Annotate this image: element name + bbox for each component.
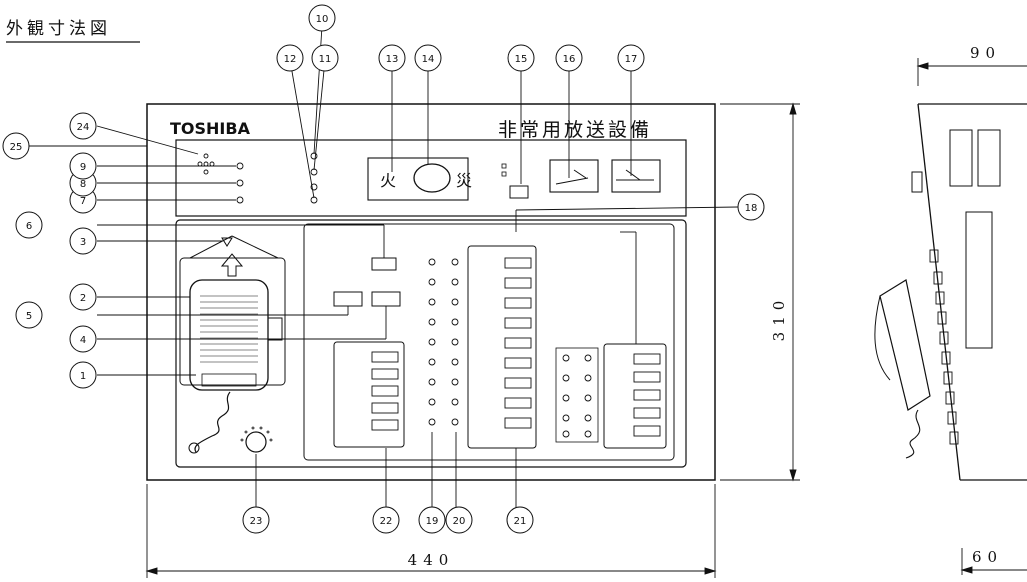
callout-9-label: 9	[80, 162, 86, 173]
callout-13	[378, 44, 406, 72]
lamp-column-20	[451, 258, 459, 426]
microphone[interactable]	[189, 279, 269, 391]
callout-9	[69, 152, 97, 180]
callout-16	[555, 44, 583, 72]
microphone-grille	[200, 295, 258, 363]
mic-brand-plate	[201, 373, 257, 387]
callout-21	[506, 506, 534, 534]
callout-1-label: 1	[80, 371, 86, 382]
fire-left-char: 火	[380, 171, 396, 190]
callout-18-label: 18	[745, 203, 758, 214]
callout-12	[276, 44, 304, 72]
callout-5-label: 5	[26, 311, 32, 322]
callout-2-label: 2	[80, 293, 86, 304]
callout-10	[308, 4, 336, 32]
top-lamps-left	[197, 152, 318, 204]
leader-lines	[26, 25, 739, 508]
panel-title: 非常用放送設備	[498, 119, 652, 141]
top-panel	[175, 139, 687, 217]
front-outer-frame	[146, 103, 716, 481]
callout-17	[617, 44, 645, 72]
right-select-panel	[603, 343, 667, 449]
meter-17	[611, 159, 661, 193]
dim-depth-bottom: 60	[972, 548, 1003, 566]
mic-cord	[194, 391, 231, 453]
side-view	[874, 103, 1027, 481]
callout-2	[69, 283, 97, 311]
callout-11-label: 11	[319, 54, 332, 65]
callout-20	[445, 506, 473, 534]
callout-6	[15, 211, 43, 239]
callout-19	[418, 506, 446, 534]
dim-height: 310	[770, 295, 788, 342]
callout-7-label: 7	[80, 196, 86, 207]
callout-10-label: 10	[316, 14, 329, 25]
lower-panel	[175, 219, 687, 468]
callout-24	[69, 112, 97, 140]
callout-3-label: 3	[80, 237, 86, 248]
floor-select-panel	[467, 245, 537, 449]
callout-16-label: 16	[563, 54, 576, 65]
dim-depth-top: 90	[970, 44, 1001, 62]
callout-22-label: 22	[380, 516, 393, 527]
dimension-lines	[145, 58, 1027, 578]
callout-23-label: 23	[250, 516, 263, 527]
button-area	[303, 223, 675, 461]
indicator-6	[371, 257, 397, 271]
callout-17-label: 17	[625, 54, 638, 65]
callout-22	[372, 506, 400, 534]
callout-15-label: 15	[515, 54, 528, 65]
callout-23	[242, 506, 270, 534]
microphone-housing	[179, 257, 286, 386]
callout-14	[414, 44, 442, 72]
callout-25-label: 25	[10, 142, 23, 153]
right-lamps	[562, 354, 592, 438]
monitor-volume-knob[interactable]	[245, 431, 267, 453]
mic-marker-triangle	[221, 237, 233, 247]
callout-13-label: 13	[386, 54, 399, 65]
arrow-up-icon	[220, 253, 244, 277]
block-select-buttons[interactable]	[371, 351, 399, 431]
callout-3	[69, 227, 97, 255]
callout-4-label: 4	[80, 335, 86, 346]
front-view	[146, 103, 716, 481]
callouts	[2, 4, 765, 534]
drawing-title: 外観寸法図	[6, 19, 111, 39]
floor-select-buttons[interactable]	[504, 257, 532, 429]
dim-width: 440	[408, 551, 455, 569]
callout-15	[507, 44, 535, 72]
button-4[interactable]	[371, 291, 401, 307]
button-5[interactable]	[333, 291, 363, 307]
right-select-buttons[interactable]	[633, 353, 661, 437]
callout-14-label: 14	[422, 54, 435, 65]
callout-4	[69, 325, 97, 353]
callout-1	[69, 361, 97, 389]
callout-6-label: 6	[26, 221, 32, 232]
callout-18	[737, 193, 765, 221]
fire-right-char: 災	[456, 171, 472, 190]
callout-19-label: 19	[426, 516, 439, 527]
callout-21-label: 21	[514, 516, 527, 527]
lamp-column-19	[428, 258, 436, 426]
callout-25	[2, 132, 30, 160]
callout-5	[15, 301, 43, 329]
mic-switch[interactable]	[267, 317, 283, 341]
callout-8-label: 8	[80, 179, 86, 190]
callout-20-label: 20	[453, 516, 466, 527]
callout-24-label: 24	[77, 122, 90, 133]
callout-12-label: 12	[284, 54, 297, 65]
block-select-panel	[333, 341, 405, 448]
fire-lamp	[413, 163, 451, 193]
brand-logo: TOSHIBA	[170, 119, 251, 138]
callout-11	[311, 44, 339, 72]
meter-16	[549, 159, 599, 193]
indicator-15	[509, 185, 529, 199]
fire-display	[367, 157, 469, 201]
